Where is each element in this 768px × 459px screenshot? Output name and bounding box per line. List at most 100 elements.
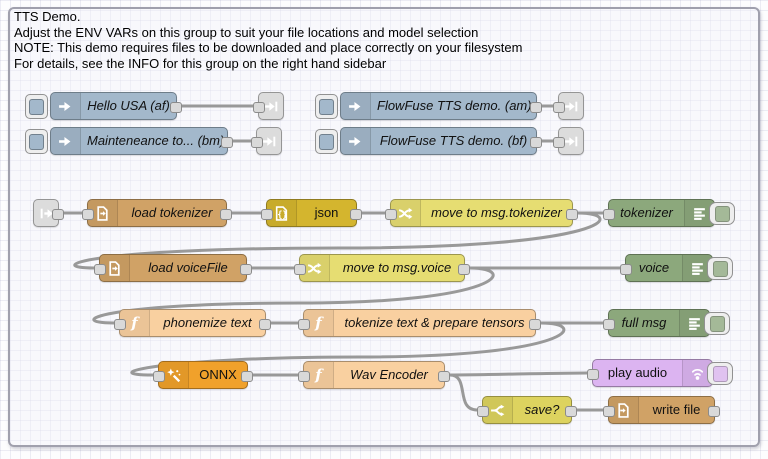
debug-tokenizer-label: tokenizer [620,205,673,220]
inject-flowfuse-bf-inject-button[interactable] [315,129,338,154]
inject-flowfuse-bf-output-port[interactable] [530,136,542,148]
tokenize-text-prepare-tensors-label: tokenize text & prepare tensors [344,315,525,330]
write-file-output-port[interactable] [708,405,720,417]
link-out-icon [559,128,583,154]
switch-icon [483,397,513,423]
wire-tokenize-text-prepare-tensors--onnx[interactable] [130,321,566,377]
phonemize-text-input-port[interactable] [114,318,126,330]
link-out-3-node[interactable] [553,92,584,120]
tokenize-text-prepare-tensors-output-port[interactable] [529,318,541,330]
inject-maintenance-output-port[interactable] [221,136,233,148]
wire-move-to-msg-voice--phonemize-text[interactable] [92,266,495,325]
switch-save-node[interactable]: save? [477,396,577,424]
link-out-2-node[interactable] [251,127,282,155]
toggle-button-pad [714,205,730,222]
debug-tokenizer-toggle-button[interactable] [709,202,735,225]
load-tokenizer-input-port[interactable] [82,208,94,220]
debug-tokenizer-node[interactable]: tokenizer [603,199,735,227]
inject-hello-usa-label: Hello USA (af) [87,98,170,113]
toggle-button-pad [712,365,728,382]
json-node[interactable]: {}json [261,199,362,227]
inject-maintenance-node[interactable]: Mainteneance to... (bm) [25,127,233,155]
move-to-msg-tokenizer-input-port[interactable] [385,208,397,220]
play-audio-input-port[interactable] [587,368,599,380]
load-tokenizer-node[interactable]: load tokenizer [82,199,232,227]
load-voicefile-node[interactable]: load voiceFile [94,254,252,282]
wav-encoder-input-port[interactable] [298,370,310,382]
link-out-4-node[interactable] [553,127,584,155]
play-audio-toggle-button[interactable] [707,362,733,385]
link-out-2-input-port[interactable] [251,136,263,148]
load-tokenizer-output-port[interactable] [220,208,232,220]
write-file-node[interactable]: write file [603,396,720,424]
play-audio-node[interactable]: play audio [587,359,733,387]
comment-line: TTS Demo. [14,9,81,24]
move-to-msg-voice-label: move to msg.voice [342,260,452,275]
debug-voice-node[interactable]: voice [620,254,733,282]
inject-icon [51,93,81,119]
inject-flowfuse-am-inject-button[interactable] [315,94,338,119]
debug-full-msg-node[interactable]: full msg [603,309,730,337]
onnx-input-port[interactable] [153,370,165,382]
inject-flowfuse-bf-label: FlowFuse TTS demo. (bf) [379,133,528,148]
debug-full-msg-input-port[interactable] [603,318,615,330]
phonemize-text-output-port[interactable] [259,318,271,330]
link-in-1-node[interactable] [33,199,64,227]
move-to-msg-tokenizer-node[interactable]: move to msg.tokenizer [385,199,578,227]
link-in-icon [34,200,58,226]
debug-voice-label: voice [638,260,670,275]
write-file-input-port[interactable] [603,405,615,417]
inject-maintenance-inject-button[interactable] [25,129,48,154]
link-out-icon [259,93,283,119]
move-to-msg-voice-input-port[interactable] [294,263,306,275]
load-voicefile-output-port[interactable] [240,263,252,275]
link-out-icon [559,93,583,119]
wire-wav-encoder--play-audio[interactable] [448,371,589,377]
debug-voice-input-port[interactable] [620,263,632,275]
switch-save-input-port[interactable] [477,405,489,417]
link-out-4-input-port[interactable] [553,136,565,148]
inject-hello-usa-output-port[interactable] [170,101,182,113]
move-to-msg-tokenizer-output-port[interactable] [566,208,578,220]
switch-save-output-port[interactable] [565,405,577,417]
move-to-msg-tokenizer-label: move to msg.tokenizer [431,205,562,220]
inject-icon [341,128,371,154]
onnx-output-port[interactable] [241,370,253,382]
link-out-1-input-port[interactable] [253,101,265,113]
debug-full-msg-toggle-button[interactable] [704,312,730,335]
inject-maintenance-label: Mainteneance to... (bm) [87,133,225,148]
load-voicefile-input-port[interactable] [94,263,106,275]
svg-text:{}: {} [277,210,287,220]
load-voicefile-label: load voiceFile [148,260,228,275]
inject-hello-usa-inject-button[interactable] [25,94,48,119]
link-in-1-output-port[interactable] [52,208,64,220]
debug-tokenizer-input-port[interactable] [603,208,615,220]
move-to-msg-voice-output-port[interactable] [458,263,470,275]
tokenize-text-prepare-tensors-input-port[interactable] [298,318,310,330]
debug-voice-toggle-button[interactable] [707,257,733,280]
wire-move-to-msg-tokenizer--load-voicefile[interactable] [73,211,602,270]
wire-wav-encoder--switch-save[interactable] [448,373,479,412]
link-out-1-node[interactable] [253,92,284,120]
inject-hello-usa-node[interactable]: Hello USA (af) [25,92,182,120]
link-out-3-input-port[interactable] [553,101,565,113]
json-input-port[interactable] [261,208,273,220]
inject-flowfuse-am-node[interactable]: FlowFuse TTS demo. (am) [315,92,542,120]
json-output-port[interactable] [350,208,362,220]
toggle-button-pad [709,315,725,332]
wav-encoder-output-port[interactable] [438,370,450,382]
inject-flowfuse-bf-node[interactable]: FlowFuse TTS demo. (bf) [315,127,542,155]
play-audio-label: play audio [607,365,668,380]
inject-icon [51,128,81,154]
move-to-msg-voice-node[interactable]: move to msg.voice [294,254,470,282]
inject-flowfuse-am-output-port[interactable] [530,101,542,113]
write-file-label: write file [652,402,701,417]
function-icon: f [304,362,334,388]
onnx-node[interactable]: ONNX [153,361,253,389]
phonemize-text-label: phonemize text [163,315,252,330]
group-comment[interactable]: TTS Demo. Adjust the ENV VARs on this gr… [14,9,522,71]
